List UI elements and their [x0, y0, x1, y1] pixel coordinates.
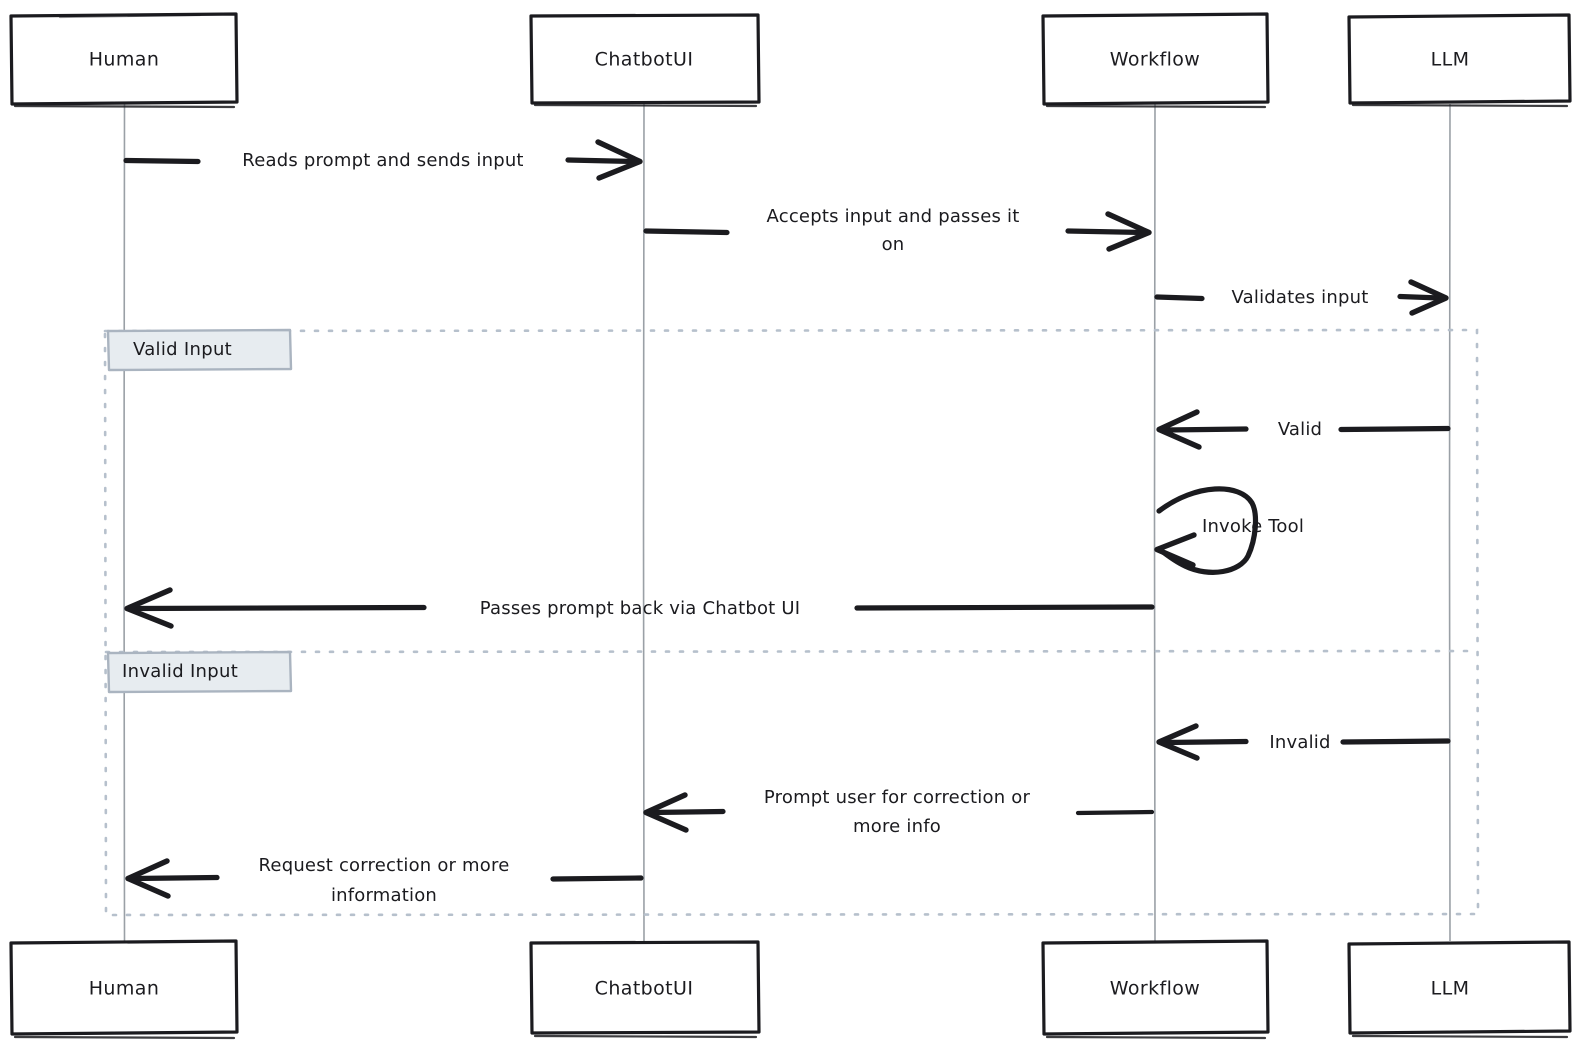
alt-region-divider — [104, 649, 1479, 654]
message-request-correction-or-more-information[interactable]: Request correction or more information — [125, 855, 644, 906]
message-label: Validates input — [1232, 287, 1369, 308]
message-label: Valid — [1278, 419, 1322, 440]
participant-box-chatbotui-top[interactable]: ChatbotUI — [529, 13, 761, 108]
message-invalid[interactable]: Invalid — [1156, 723, 1451, 761]
message-label-line2: more info — [853, 816, 941, 837]
participant-boxes-top: Human ChatbotUI Workflow LLM — [9, 12, 1572, 109]
message-accepts-input-and-passes-it-on[interactable]: Accepts input and passes it on — [643, 206, 1152, 255]
message-label-line1: Request correction or more — [259, 855, 510, 876]
message-label: Reads prompt and sends input — [242, 150, 523, 171]
participant-label-workflow-bottom: Workflow — [1110, 978, 1200, 1000]
alt-region — [103, 328, 1480, 917]
message-prompt-user-for-correction-or-more-info[interactable]: Prompt user for correction or more info — [643, 787, 1155, 837]
message-label-line1: Prompt user for correction or — [764, 787, 1031, 808]
message-label: Invoke Tool — [1202, 516, 1304, 537]
message-valid[interactable]: Valid — [1156, 409, 1451, 450]
participant-label-llm-bottom: LLM — [1431, 978, 1470, 1000]
message-label: Passes prompt back via Chatbot UI — [480, 598, 800, 619]
participant-boxes-bottom: Human ChatbotUI Workflow LLM — [9, 939, 1572, 1040]
participant-label-llm-top: LLM — [1431, 49, 1470, 71]
message-validates-input[interactable]: Validates input — [1154, 279, 1449, 316]
alt-region-outline — [103, 328, 1480, 917]
participant-box-chatbotui-bottom[interactable]: ChatbotUI — [529, 940, 761, 1039]
alt-region-tag-valid[interactable]: Valid Input — [106, 328, 293, 372]
message-reads-prompt-and-sends-input[interactable]: Reads prompt and sends input — [123, 139, 643, 181]
alt-region-label-valid: Valid Input — [133, 339, 232, 360]
message-label-line1: Accepts input and passes it — [767, 206, 1020, 227]
participant-label-chatbotui-bottom: ChatbotUI — [595, 978, 694, 1000]
message-label-line2: information — [331, 885, 437, 906]
participant-label-human-bottom: Human — [89, 978, 160, 1000]
message-passes-prompt-back-via-chatbot-ui[interactable]: Passes prompt back via Chatbot UI — [124, 587, 1155, 629]
message-invoke-tool-self-loop[interactable]: Invoke Tool — [1154, 486, 1304, 575]
lifeline-llm — [1448, 103, 1451, 942]
participant-label-human-top: Human — [89, 49, 160, 71]
lifeline-chatbotui — [642, 103, 645, 942]
message-label: Invalid — [1269, 732, 1330, 753]
participant-box-workflow-bottom[interactable]: Workflow — [1041, 939, 1270, 1040]
participant-label-workflow-top: Workflow — [1110, 49, 1200, 71]
participant-box-llm-top[interactable]: LLM — [1347, 13, 1572, 108]
lifelines — [123, 103, 1451, 942]
participant-box-human-top[interactable]: Human — [9, 12, 239, 109]
participant-label-chatbotui-top: ChatbotUI — [595, 49, 694, 71]
alt-region-tag-invalid[interactable]: Invalid Input — [106, 650, 293, 694]
participant-box-human-bottom[interactable]: Human — [9, 939, 239, 1040]
lifeline-workflow — [1153, 103, 1156, 942]
message-label-line2: on — [882, 234, 905, 255]
alt-region-label-invalid: Invalid Input — [122, 661, 238, 682]
participant-box-llm-bottom[interactable]: LLM — [1347, 940, 1572, 1039]
lifeline-human — [123, 103, 126, 942]
participant-box-workflow-top[interactable]: Workflow — [1041, 12, 1270, 109]
